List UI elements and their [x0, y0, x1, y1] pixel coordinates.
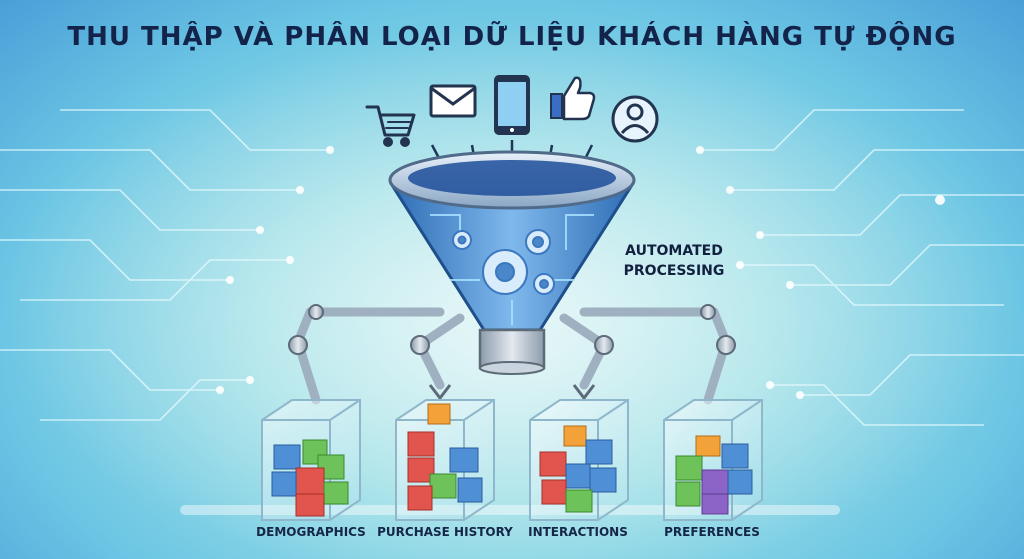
- bin-purchase-history: [395, 399, 495, 521]
- smartphone-icon: [494, 75, 530, 135]
- bin-demographics: [261, 399, 361, 521]
- bin-interactions: [529, 399, 629, 521]
- user-profile-icon: [611, 95, 659, 143]
- processing-label-line2: PROCESSING: [623, 263, 725, 279]
- bin-preferences: [663, 399, 763, 521]
- page-title: THU THẬP VÀ PHÂN LOẠI DỮ LIỆU KHÁCH HÀNG…: [67, 22, 957, 52]
- category-label-demographics: DEMOGRAPHICS: [256, 525, 366, 539]
- funnel: [388, 150, 636, 375]
- robot-arms: [288, 304, 736, 405]
- shopping-cart-icon: [365, 105, 416, 147]
- category-label-interactions: INTERACTIONS: [528, 525, 628, 539]
- category-label-preferences: PREFERENCES: [664, 525, 760, 539]
- processing-label: AUTOMATED PROCESSING: [609, 241, 739, 281]
- processing-label-line1: AUTOMATED: [625, 243, 723, 259]
- envelope-icon: [429, 84, 477, 118]
- category-label-purchase-history: PURCHASE HISTORY: [377, 525, 513, 539]
- gear-icon: [452, 229, 555, 295]
- thumbs-up-icon: [550, 76, 596, 121]
